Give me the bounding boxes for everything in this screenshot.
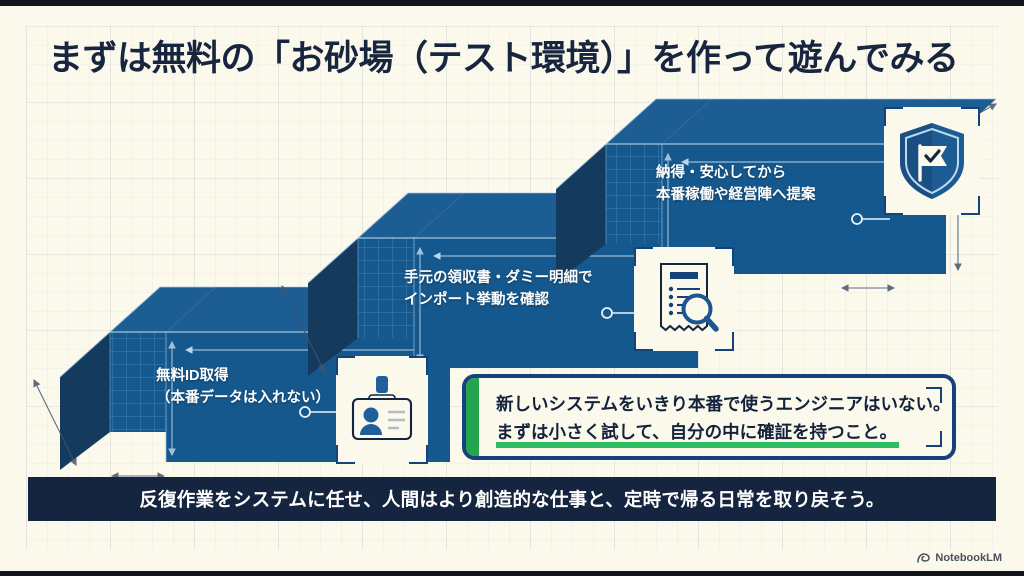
bracket-top-right	[409, 356, 428, 375]
bracket-top-left	[634, 247, 653, 266]
receipt-magnifier-icon	[660, 263, 719, 332]
step-caption-2: 手元の領収書・ダミー明細で インポート挙動を確認	[404, 268, 593, 312]
step-caption-1-line1: 無料ID取得	[156, 368, 229, 384]
step-caption-3-line1: 納得・安心してから	[656, 165, 787, 181]
bracket-bottom-right	[961, 196, 980, 215]
callout-underline	[496, 441, 900, 448]
notebooklm-label: NotebookLM	[935, 552, 1002, 564]
step-caption-3-line2: 本番稼働や経営陣へ提案	[656, 186, 816, 203]
step-caption-1-line2: （本番データは入れない）	[156, 389, 330, 406]
letterbox-top	[0, 0, 1024, 6]
callout-line-2: まずは小さく試して、自分の中に確証を持つこと。	[496, 422, 898, 443]
step-caption-3: 納得・安心してから 本番稼働や経営陣へ提案	[656, 163, 816, 207]
step-caption-1: 無料ID取得 （本番データは入れない）	[156, 366, 330, 410]
callout-text: 新しいシステムをいきり本番で使うエンジニアはいない。 まずは小さく試して、自分の…	[496, 390, 951, 448]
page-title: まずは無料の「お砂場（テスト環境）」を作って遊んでみる	[48, 39, 959, 78]
callout-bracket-bottom-right	[926, 431, 942, 447]
callout-line-1: 新しいシステムをいきり本番で使うエンジニアはいない。	[496, 394, 951, 414]
shield-flag-check-icon-frame	[884, 107, 980, 215]
callout-accent-bar	[466, 378, 479, 456]
bracket-bottom-right	[715, 332, 734, 351]
bracket-bottom-left	[336, 445, 355, 464]
footer-text: 反復作業をシステムに任せ、人間はより創造的な仕事と、定時で帰る日常を取り戻そう。	[139, 489, 885, 510]
bracket-top-right	[961, 107, 980, 126]
id-badge-icon-frame	[336, 356, 428, 464]
callout-box: 新しいシステムをいきり本番で使うエンジニアはいない。 まずは小さく試して、自分の…	[462, 374, 956, 460]
notebooklm-watermark: NotebookLM	[917, 552, 1002, 564]
shield-flag-check-icon	[900, 123, 964, 199]
footer-banner: 反復作業をシステムに任せ、人間はより創造的な仕事と、定時で帰る日常を取り戻そう。	[28, 477, 996, 521]
notebooklm-logo-icon	[917, 552, 931, 563]
letterbox-bottom	[0, 571, 1024, 576]
id-badge-icon	[351, 376, 413, 441]
receipt-magnifier-icon-frame	[634, 247, 734, 351]
callout-bracket-top-right	[926, 387, 942, 403]
bracket-top-left	[884, 107, 903, 126]
step-caption-2-line2: インポート挙動を確認	[404, 291, 549, 308]
callout-line-2-wrap: まずは小さく試して、自分の中に確証を持つこと。	[496, 418, 938, 448]
bracket-top-left	[336, 356, 355, 375]
bracket-bottom-left	[634, 332, 653, 351]
step-caption-2-line1: 手元の領収書・ダミー明細で	[404, 270, 593, 286]
bracket-bottom-left	[884, 196, 903, 215]
bracket-top-right	[715, 247, 734, 266]
step-block-3	[555, 98, 997, 292]
bracket-bottom-right	[409, 445, 428, 464]
